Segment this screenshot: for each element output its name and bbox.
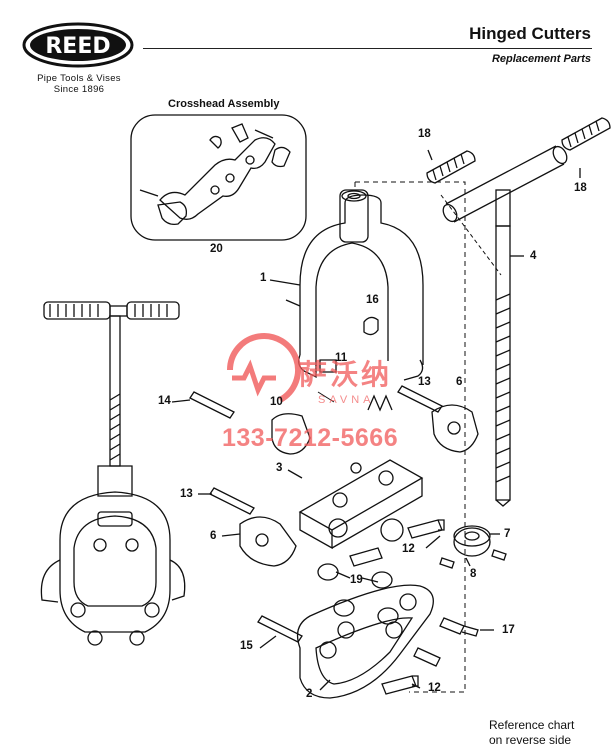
reference-note-line1: Reference chart (489, 718, 575, 732)
part-8-screw-left (439, 557, 455, 569)
part-13-pin-upper (397, 385, 443, 413)
reference-cutter-drawing (40, 301, 186, 646)
callout-14: 14 (158, 395, 171, 407)
watermark-phone: 133-7212-5666 (222, 424, 399, 452)
crosshead-box (130, 114, 307, 241)
part-6-head-upper (431, 404, 479, 453)
callout-18-left: 18 (418, 128, 431, 140)
part-4-screw (442, 145, 568, 507)
part-12-bolt-upper (407, 519, 445, 539)
callout-10: 10 (270, 396, 283, 408)
logo-since: Since 1896 (53, 84, 105, 95)
part-17-bolt (439, 617, 479, 637)
reference-note: Reference chart on reverse side (489, 718, 574, 748)
callout-12-lower: 12 (428, 682, 441, 694)
part-19-roller-a (317, 563, 339, 581)
crosshead-assembly-label: Crosshead Assembly (168, 98, 280, 110)
part-19-roller-b (371, 571, 393, 589)
callout-4: 4 (530, 250, 537, 262)
part-16-nut (363, 316, 379, 336)
page-title: Hinged Cutters (469, 24, 591, 43)
part-12-bolt-lower (381, 675, 419, 695)
callout-1: 1 (260, 272, 267, 284)
callout-20: 20 (210, 243, 223, 255)
callout-8: 8 (470, 568, 477, 580)
part-18-grips (426, 117, 611, 184)
header-rule (143, 48, 592, 49)
part-14-pin (189, 391, 235, 419)
crosshead-parts (139, 123, 291, 226)
callout-17: 17 (502, 624, 515, 636)
watermark-emblem (227, 333, 301, 403)
callout-15: 15 (240, 640, 253, 652)
reference-note-line2: on reverse side (489, 733, 572, 747)
callout-6-upper: 6 (456, 376, 463, 388)
callout-19: 19 (350, 574, 363, 586)
part-2-hinged-body (296, 584, 434, 699)
part-6-head-lower (239, 516, 297, 567)
callout-13-lower: 13 (180, 488, 193, 500)
callout-6-lower: 6 (210, 530, 217, 542)
part-1-frame (298, 189, 424, 381)
part-15-pin (257, 615, 303, 643)
callout-16: 16 (366, 294, 379, 306)
callout-13-upper: 13 (418, 376, 431, 388)
part-3-crosshead (298, 459, 424, 531)
logo-tagline: Pipe Tools & Vises (37, 73, 121, 84)
callout-12-upper: 12 (402, 543, 415, 555)
part-7-wheel (453, 527, 491, 557)
callout-7: 7 (504, 528, 511, 540)
callout-18-right: 18 (574, 182, 587, 194)
watermark-brand-en: SAVNA (318, 394, 375, 406)
watermark-brand-cn: 萨沃纳 (299, 359, 393, 390)
logo-text: REED (45, 34, 110, 59)
page-subtitle: Replacement Parts (491, 53, 591, 65)
reed-logo: REED (22, 22, 134, 68)
part-13-pin-lower (209, 487, 255, 515)
callout-3: 3 (276, 462, 283, 474)
callout-11: 11 (335, 352, 348, 364)
callout-2: 2 (306, 688, 313, 700)
part-8-screw-right (491, 549, 507, 561)
